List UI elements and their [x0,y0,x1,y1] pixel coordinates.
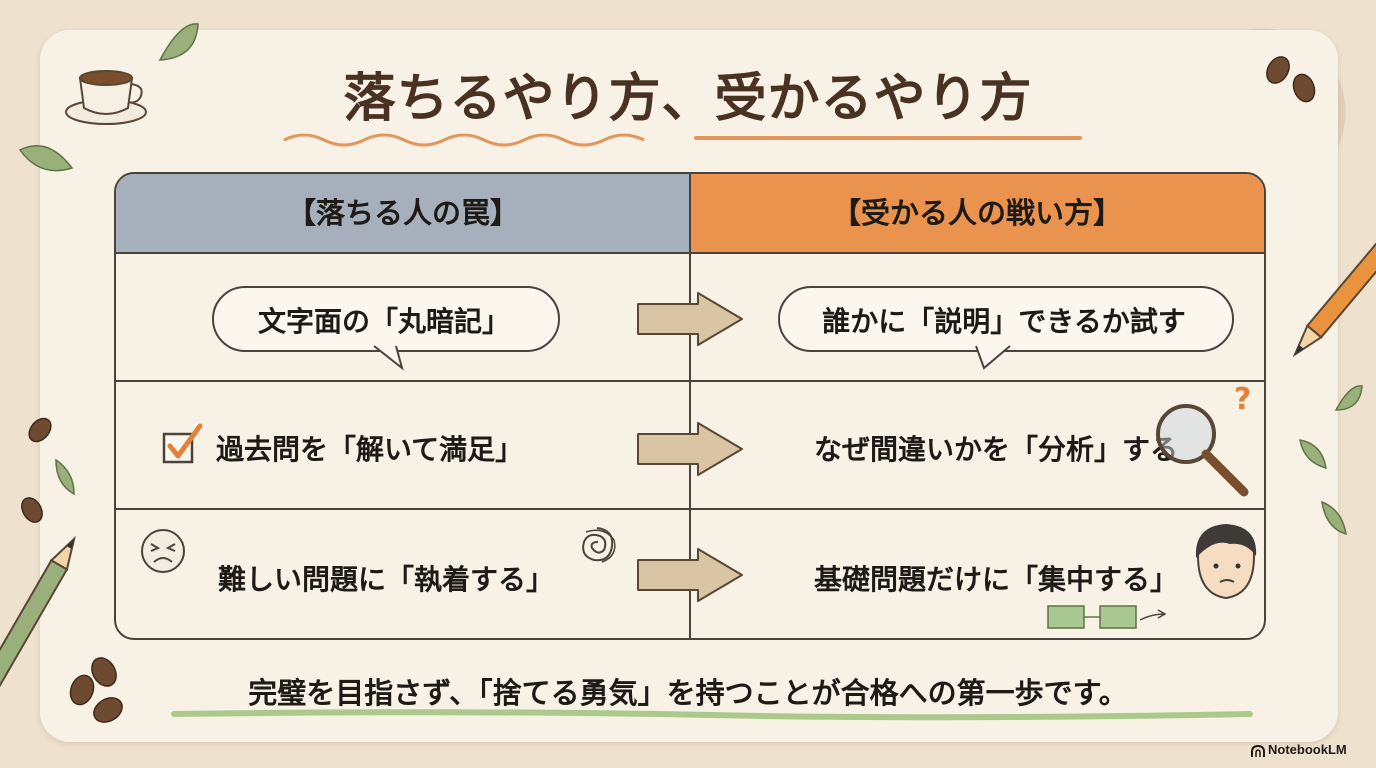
footer-message: 完璧を目指さず、「捨てる勇気」を持つことが合格への第一歩です。 [248,676,1128,710]
speech-bubble-icon [212,286,560,352]
trap-row-3: 難しい問題に「執着する」 [217,563,554,596]
title-underline [283,133,1082,147]
speech-bubble-tail [373,345,404,371]
strategy-column-header: 【受かる人の戦い方】 [690,174,1264,252]
arrow-right-icon [637,422,743,476]
speech-bubble-tail [975,345,1011,370]
strategy-row-3: 基礎問題だけに「集中する」 [813,563,1178,596]
column-divider [689,174,691,638]
scribble-icon [582,527,616,563]
strategy-row-1: 誰かに「説明」できるか試す [822,305,1186,338]
trap-column-header: 【落ちる人の罠】 [116,174,690,252]
thinking-person-icon [1195,524,1257,600]
strategy-row-2: なぜ間違いかを「分析」する [813,433,1178,466]
arrow-right-icon [637,292,743,346]
page-title: 落ちるやり方、受かるやり方 [343,69,1033,129]
notebooklm-badge: NotebookLM [1268,742,1347,757]
question-mark-icon: ? [1234,382,1252,417]
speech-bubble-icon [778,286,1234,352]
flowchart-icon [1047,605,1167,629]
footer-underline [171,709,1253,721]
magnifier-icon [1156,404,1249,497]
checkbox-checked-icon [162,423,203,464]
frustrated-face-icon [141,529,185,573]
trap-row-1: 文字面の「丸暗記」 [257,305,510,338]
notebooklm-logo-icon [1251,744,1265,757]
trap-row-2: 過去問を「解いて満足」 [216,433,524,466]
comparison-table: 【落ちる人の罠】 【受かる人の戦い方】 文字面の「丸暗記」 誰かに「説明」できる… [114,172,1266,640]
arrow-right-icon [637,548,743,602]
